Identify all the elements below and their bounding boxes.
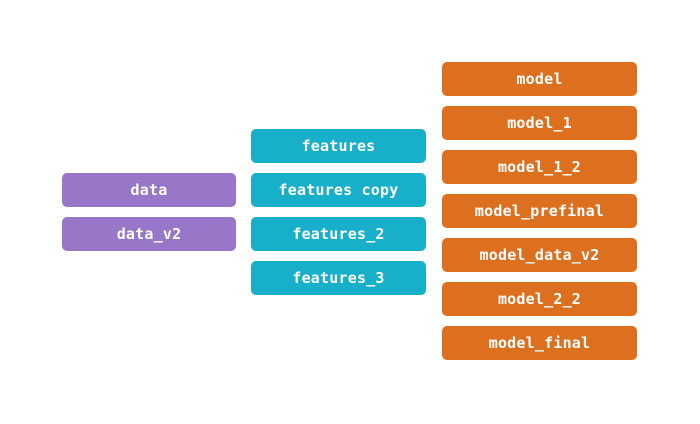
node-label: features copy — [278, 180, 399, 199]
node-features-3[interactable]: features_3 — [251, 261, 426, 295]
node-model-3[interactable]: model_prefinal — [442, 194, 637, 228]
node-model-1[interactable]: model_1 — [442, 106, 637, 140]
node-label: features_2 — [292, 224, 385, 243]
node-label: features — [301, 136, 376, 155]
node-label: model_1_2 — [497, 157, 582, 176]
node-features-1[interactable]: features copy — [251, 173, 426, 207]
node-label: data_v2 — [116, 224, 182, 243]
node-label: model_final — [488, 333, 591, 352]
node-label: data — [130, 180, 168, 199]
node-label: model_prefinal — [474, 201, 605, 220]
node-model-6[interactable]: model_final — [442, 326, 637, 360]
node-label: model_data_v2 — [479, 245, 600, 264]
node-label: model_1 — [507, 113, 572, 132]
node-model-4[interactable]: model_data_v2 — [442, 238, 637, 272]
node-model-2[interactable]: model_1_2 — [442, 150, 637, 184]
node-features-0[interactable]: features — [251, 129, 426, 163]
node-model-0[interactable]: model — [442, 62, 637, 96]
node-label: features_3 — [292, 268, 385, 287]
node-data-0[interactable]: data — [62, 173, 236, 207]
node-features-2[interactable]: features_2 — [251, 217, 426, 251]
node-label: model_2_2 — [497, 289, 582, 308]
node-label: model — [516, 69, 563, 88]
node-data-1[interactable]: data_v2 — [62, 217, 236, 251]
node-model-5[interactable]: model_2_2 — [442, 282, 637, 316]
